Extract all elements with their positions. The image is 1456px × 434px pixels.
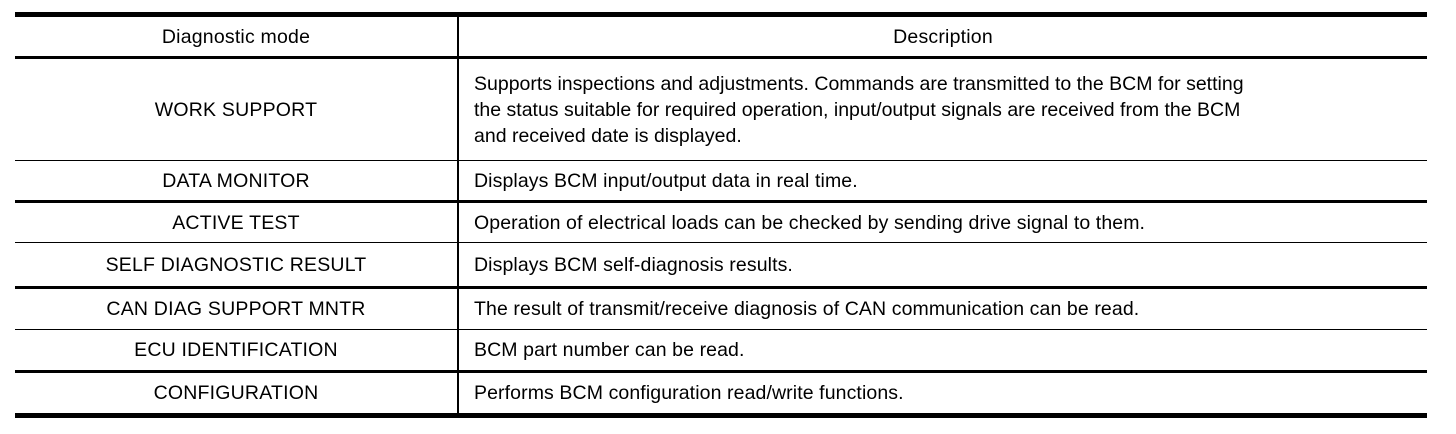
description-text: Operation of electrical loads can be che…: [474, 211, 1146, 234]
cell-diagnostic-mode: WORK SUPPORT: [15, 57, 459, 161]
diagnostic-mode-label: WORK SUPPORT: [154, 98, 318, 121]
cell-diagnostic-mode: DATA MONITOR: [15, 160, 459, 203]
description-text: BCM part number can be read.: [474, 339, 745, 361]
table-header: Diagnostic mode Description: [15, 14, 1427, 59]
cell-diagnostic-mode: ACTIVE TEST: [15, 201, 459, 243]
description-text: Performs BCM configuration read/write fu…: [474, 382, 904, 404]
column-header-diagnostic-mode: Diagnostic mode: [15, 14, 459, 59]
table-row: ECU IDENTIFICATION BCM part number can b…: [15, 329, 1427, 373]
table-row: ACTIVE TEST Operation of electrical load…: [15, 201, 1427, 243]
description-text: The result of transmit/receive diagnosis…: [474, 298, 1140, 320]
cell-description: Operation of electrical loads can be che…: [458, 201, 1427, 243]
table-row: DATA MONITOR Displays BCM input/output d…: [15, 160, 1427, 203]
diagnostic-mode-label: ACTIVE TEST: [172, 211, 300, 234]
description-line: and received date is displayed.: [474, 124, 742, 147]
table-row: CAN DIAG SUPPORT MNTR The result of tran…: [15, 287, 1427, 330]
diagnostic-mode-label: CAN DIAG SUPPORT MNTR: [106, 298, 366, 320]
description-text: Displays BCM input/output data in real t…: [474, 169, 858, 192]
bcm-diagnostic-mode-table: Diagnostic mode Description WORK SUPPORT…: [15, 12, 1427, 418]
description-line: the status suitable for required operati…: [474, 98, 1241, 121]
table-row: SELF DIAGNOSTIC RESULT Displays BCM self…: [15, 242, 1427, 289]
cell-description: Performs BCM configuration read/write fu…: [458, 372, 1427, 416]
description-text: Displays BCM self-diagnosis results.: [474, 253, 793, 276]
cell-diagnostic-mode: CAN DIAG SUPPORT MNTR: [15, 287, 459, 330]
table-body: WORK SUPPORT Supports inspections and ad…: [15, 57, 1427, 416]
column-header-description: Description: [458, 14, 1427, 59]
column-header-description-label: Description: [893, 25, 993, 48]
cell-diagnostic-mode: SELF DIAGNOSTIC RESULT: [15, 242, 459, 289]
cell-description: The result of transmit/receive diagnosis…: [458, 287, 1427, 330]
description-text: Supports inspections and adjustments. Co…: [459, 71, 1427, 149]
diagnostic-mode-label: CONFIGURATION: [153, 382, 319, 404]
table-row: WORK SUPPORT Supports inspections and ad…: [15, 57, 1427, 161]
diagnostic-mode-label: SELF DIAGNOSTIC RESULT: [105, 253, 367, 276]
description-line: Supports inspections and adjustments. Co…: [474, 72, 1244, 95]
column-header-diagnostic-mode-label: Diagnostic mode: [161, 25, 311, 48]
cell-description: Displays BCM self-diagnosis results.: [458, 242, 1427, 289]
cell-description: BCM part number can be read.: [458, 329, 1427, 373]
diagnostic-mode-label: ECU IDENTIFICATION: [134, 339, 338, 361]
cell-diagnostic-mode: CONFIGURATION: [15, 371, 459, 416]
cell-description: Displays BCM input/output data in real t…: [458, 160, 1427, 203]
table-header-row: Diagnostic mode Description: [15, 14, 1427, 59]
diagnostic-mode-label: DATA MONITOR: [162, 169, 310, 192]
cell-diagnostic-mode: ECU IDENTIFICATION: [15, 329, 459, 373]
cell-description: Supports inspections and adjustments. Co…: [458, 57, 1427, 161]
table-row: CONFIGURATION Performs BCM configuration…: [15, 371, 1427, 416]
